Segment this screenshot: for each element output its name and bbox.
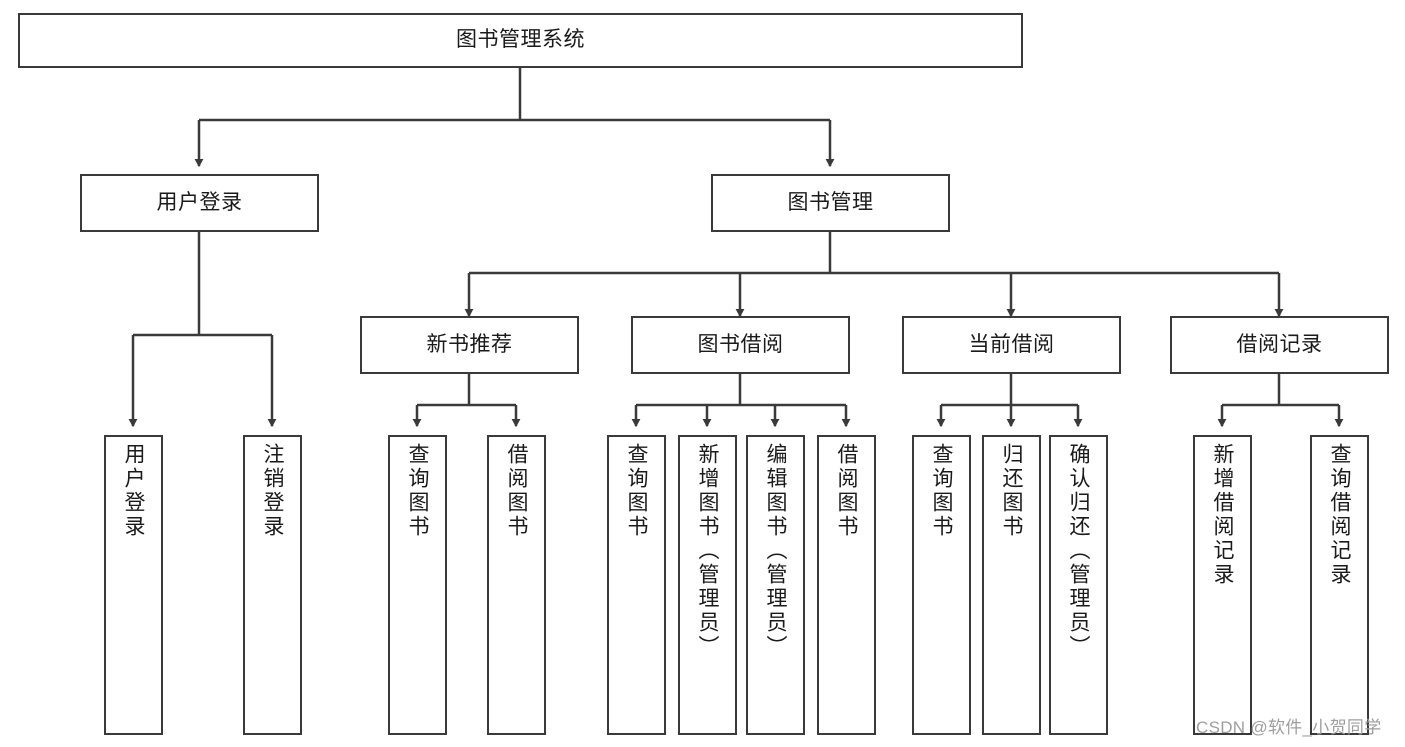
node-label: 新增借阅记录 (1211, 443, 1234, 587)
node-leaf-confirm-return[interactable]: 确认归还（管理员） (1049, 435, 1108, 735)
node-label: 查询图书 (406, 443, 429, 539)
node-root-book-management-system[interactable]: 图书管理系统 (18, 13, 1023, 68)
node-leaf-add-borrow-record[interactable]: 新增借阅记录 (1193, 435, 1252, 735)
node-user-login[interactable]: 用户登录 (80, 174, 319, 232)
node-current-borrow[interactable]: 当前借阅 (902, 316, 1121, 374)
node-label: 借阅记录 (1236, 332, 1323, 356)
node-label: 查询图书 (930, 443, 953, 539)
node-book-management[interactable]: 图书管理 (711, 174, 950, 232)
node-label: 借阅图书 (835, 443, 858, 539)
node-new-book-recommend[interactable]: 新书推荐 (360, 316, 579, 374)
node-borrow-record[interactable]: 借阅记录 (1170, 316, 1389, 374)
node-label: 当前借阅 (968, 332, 1055, 356)
node-label: 新增图书（管理员） (696, 443, 719, 659)
node-leaf-query-book-2[interactable]: 查询图书 (607, 435, 666, 735)
node-label: 用户登录 (156, 190, 243, 214)
node-leaf-user-login[interactable]: 用户登录 (104, 435, 163, 735)
node-label: 图书管理系统 (456, 28, 585, 52)
node-label: 新书推荐 (426, 332, 513, 356)
node-label: 确认归还（管理员） (1067, 443, 1090, 659)
csdn-watermark: CSDN @软件_小贺同学 (1196, 718, 1382, 737)
node-label: 编辑图书（管理员） (764, 443, 787, 659)
node-label: 查询图书 (625, 443, 648, 539)
node-label: 查询借阅记录 (1328, 443, 1351, 587)
node-label: 注销登录 (261, 443, 284, 539)
node-leaf-query-book-1[interactable]: 查询图书 (388, 435, 447, 735)
node-leaf-query-borrow-record[interactable]: 查询借阅记录 (1310, 435, 1369, 735)
node-leaf-borrow-book-2[interactable]: 借阅图书 (817, 435, 876, 735)
node-leaf-borrow-book-1[interactable]: 借阅图书 (487, 435, 546, 735)
node-label: 图书管理 (787, 190, 874, 214)
node-leaf-logout-login[interactable]: 注销登录 (243, 435, 302, 735)
node-leaf-edit-book[interactable]: 编辑图书（管理员） (746, 435, 805, 735)
node-label: 借阅图书 (505, 443, 528, 539)
node-leaf-add-book[interactable]: 新增图书（管理员） (678, 435, 737, 735)
node-book-borrow[interactable]: 图书借阅 (631, 316, 850, 374)
node-leaf-query-book-3[interactable]: 查询图书 (912, 435, 971, 735)
node-label: 归还图书 (1000, 443, 1023, 539)
node-leaf-return-book[interactable]: 归还图书 (982, 435, 1041, 735)
node-label: 图书借阅 (697, 332, 784, 356)
node-label: 用户登录 (122, 443, 145, 539)
